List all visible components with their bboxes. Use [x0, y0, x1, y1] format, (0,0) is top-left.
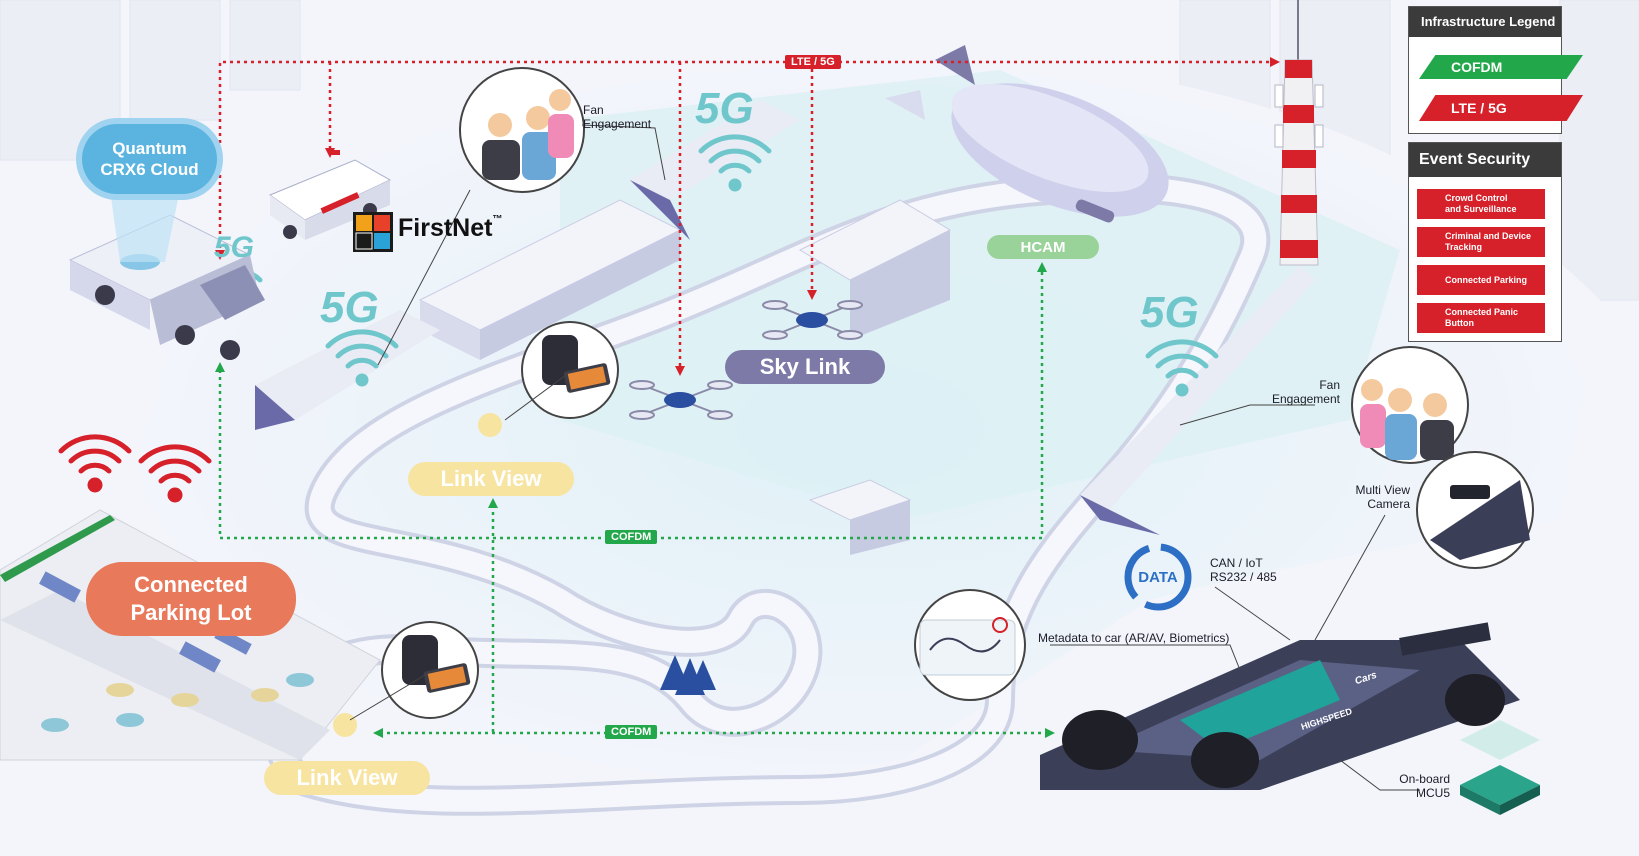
fan-engagement-right-label: Fan Engagement — [1270, 378, 1340, 406]
parking-line-2: Parking Lot — [130, 600, 252, 625]
trees — [660, 655, 716, 695]
fan-left-line-1: Fan — [583, 103, 604, 117]
metadata-bubble — [914, 589, 1026, 701]
quantum-cloud: Quantum CRX6 Cloud — [82, 124, 217, 194]
firstnet-label: FirstNet™ — [398, 214, 502, 243]
onboard-mcu-device — [1460, 720, 1540, 815]
link-view-operator-small-2 — [333, 713, 357, 737]
cloud-line-2: CRX6 Cloud — [100, 160, 199, 179]
event-security-title: Event Security — [1409, 143, 1561, 177]
sky-link-pill: Sky Link — [725, 350, 885, 384]
data-cycle-icon — [1124, 543, 1192, 611]
race-track — [261, 172, 1271, 816]
criminal-line-2: Tracking — [1445, 242, 1483, 252]
link-view-pill-1: Link View — [408, 462, 574, 496]
hcam-blimp — [885, 45, 1169, 223]
firstnet-logo-mark — [353, 212, 393, 252]
metadata-label: Metadata to car (AR/AV, Biometrics) — [1038, 631, 1230, 645]
cloud-line-1: Quantum — [112, 139, 187, 158]
label-5g-right-stand: 5G — [1140, 288, 1199, 337]
callout-lines — [349, 124, 1420, 791]
data-badge: DATA — [1138, 568, 1178, 586]
legend-cofdm-label: COFDM — [1451, 59, 1503, 75]
cofdm-arrowheads — [215, 262, 1055, 738]
legend-lte: LTE / 5G — [1419, 95, 1583, 121]
race-car — [1040, 622, 1520, 790]
connected-parking-pill: Connected Parking Lot — [86, 562, 296, 636]
cofdm-tag-bottom: COFDM — [605, 725, 658, 739]
fan-engagement-right-bubble — [1351, 346, 1469, 464]
drone-sky-link — [762, 300, 863, 340]
lte-tag: LTE / 5G — [785, 55, 841, 69]
event-security-legend: Event Security Crowd Control and Surveil… — [1408, 142, 1562, 342]
link-view-operator-bubble-2 — [381, 621, 479, 719]
onboard-mcu-label: On-board MCU5 — [1385, 772, 1450, 800]
cloud-beam — [110, 190, 180, 262]
can-line-2: RS232 / 485 — [1210, 570, 1277, 584]
lte-arrowheads — [215, 57, 1280, 376]
can-iot-label: CAN / IoT RS232 / 485 — [1210, 556, 1277, 584]
drone-link-view — [629, 380, 733, 420]
event-item-crowd-control: Crowd Control and Surveillance — [1417, 189, 1545, 219]
fan-engagement-left-label: Fan Engagement — [583, 103, 651, 131]
event-item-criminal-tracking: Criminal and Device Tracking — [1417, 227, 1545, 257]
cofdm-network-lines — [218, 270, 1045, 735]
label-5g-top-stand: 5G — [695, 84, 754, 133]
link-view-pill-2: Link View — [264, 761, 430, 795]
event-item-panic-button: Connected Panic Button — [1417, 303, 1545, 333]
legend-cofdm: COFDM — [1419, 55, 1583, 79]
multi-view-camera-label: Multi View Camera — [1340, 483, 1410, 511]
fan-engagement-left-bubble — [459, 67, 585, 193]
fan-right-line-2: Engagement — [1271, 392, 1340, 406]
firstnet-tm: ™ — [492, 214, 503, 225]
lte-network-lines — [218, 60, 1270, 370]
cell-tower — [1274, 0, 1324, 266]
crowd-line-2: and Surveillance — [1445, 204, 1517, 214]
panic-line-2: Button — [1445, 318, 1474, 328]
cofdm-tag-middle: COFDM — [605, 530, 658, 544]
hcam-pill: HCAM — [987, 235, 1099, 259]
onboard-line-2: MCU5 — [1415, 786, 1450, 800]
fan-left-line-2: Engagement — [583, 117, 652, 131]
ambulance — [268, 150, 392, 240]
parking-item-label: Connected Parking — [1445, 274, 1528, 285]
fan-right-line-1: Fan — [1319, 378, 1340, 392]
label-5g-left-stand: 5G — [320, 283, 379, 332]
can-line-1: CAN / IoT — [1210, 556, 1263, 570]
criminal-line-1: Criminal and Device — [1445, 231, 1532, 241]
infrastructure-legend: Infrastructure Legend COFDM LTE / 5G — [1408, 6, 1583, 134]
parking-line-1: Connected — [134, 572, 248, 597]
crowd-line-1: Crowd Control — [1445, 193, 1508, 203]
infra-legend-title: Infrastructure Legend — [1409, 7, 1561, 37]
event-item-connected-parking: Connected Parking — [1417, 265, 1545, 295]
legend-lte-label: LTE / 5G — [1451, 100, 1507, 116]
link-view-operator-bubble-1 — [521, 321, 619, 419]
multi-view-camera-bubble — [1416, 451, 1534, 569]
venue-buildings — [418, 199, 952, 555]
panic-line-1: Connected Panic — [1445, 307, 1519, 317]
firstnet-name: FirstNet — [398, 214, 493, 242]
label-5g-truck: 5G — [214, 231, 255, 264]
link-view-operator-small-1 — [478, 413, 502, 437]
onboard-line-1: On-board — [1399, 772, 1450, 786]
mvc-line-1: Multi View — [1355, 483, 1410, 497]
mvc-line-2: Camera — [1367, 497, 1410, 511]
